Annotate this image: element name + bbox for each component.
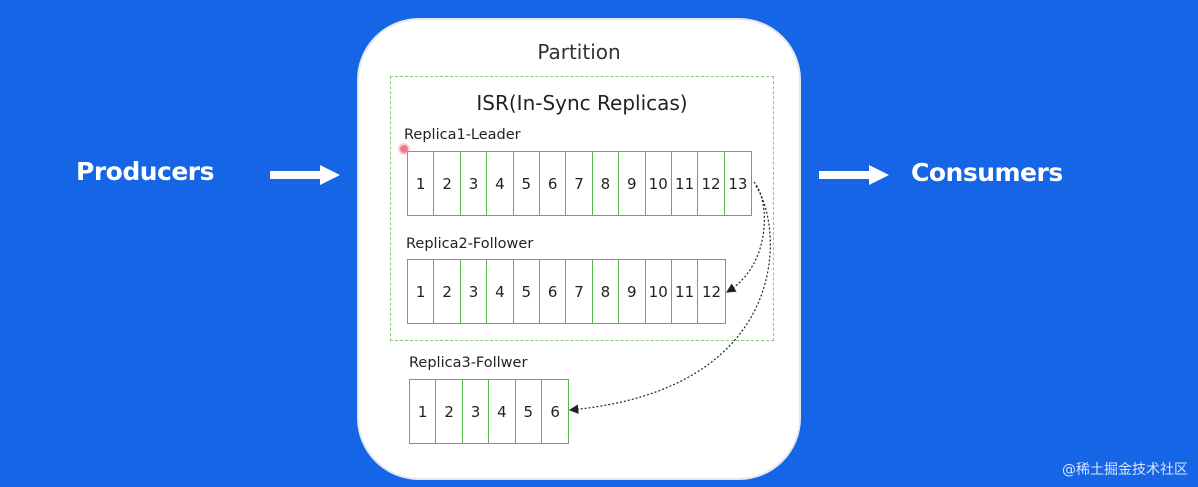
log-offset-cell: 2 [434, 152, 461, 215]
log-offset-cell: 9 [619, 152, 646, 215]
log-offset-cell: 7 [566, 152, 593, 215]
log-offset-cell: 1 [408, 152, 435, 215]
log-offset-cell: 3 [463, 380, 490, 443]
log-offset-cell: 6 [550, 402, 560, 421]
isr-box: ISR(In-Sync Replicas) [390, 76, 774, 341]
log-offset-cell: 3 [461, 152, 488, 215]
log-offset-cell: 10 [646, 260, 672, 323]
consumers-arrow-icon [819, 165, 889, 185]
log-offset-cell: 4 [487, 260, 514, 323]
sync-arrow-to-replica3 [568, 185, 771, 415]
sync-arrow-to-replica2 [725, 181, 765, 293]
replica2-label: Replica2-Follower [406, 236, 534, 252]
log-offset-cell: 6 [540, 152, 567, 215]
log-offset-cell: 5 [516, 380, 542, 443]
partition-box: Partition ISR(In-Sync Replicas) [357, 18, 801, 480]
log-offset-cell: 1 [410, 380, 437, 443]
log-offset-cell: 7 [566, 260, 593, 323]
isr-title: ISR(In-Sync Replicas) [476, 91, 688, 115]
log-offset-cell: 11 [672, 152, 699, 215]
producers-arrow-icon [270, 165, 340, 185]
log-offset-cell: 11 [672, 260, 699, 323]
log-offset-cell: 10 [646, 152, 672, 215]
watermark: @稀土掘金技术社区 [1062, 462, 1188, 478]
log-offset-cell: 12 [701, 282, 722, 301]
log-offset-cell: 5 [514, 152, 540, 215]
log-offset-cell: 1 [408, 260, 435, 323]
log-offset-cell: 12 [698, 152, 725, 215]
partition-title: Partition [537, 40, 621, 64]
producers-label: Producers [76, 157, 215, 186]
log-offset-cell: 8 [593, 260, 620, 323]
consumers-label: Consumers [911, 158, 1063, 187]
replica1-label: Replica1-Leader [404, 127, 521, 143]
log-offset-cell: 2 [434, 260, 461, 323]
pointer-dot [400, 145, 408, 153]
log-offset-cell: 9 [619, 260, 646, 323]
replica3-label: Replica3-Follwer [409, 355, 528, 371]
log-offset-cell: 5 [514, 260, 540, 323]
log-offset-cell: 6 [540, 260, 567, 323]
log-offset-cell: 4 [487, 152, 514, 215]
log-offset-cell: 4 [489, 380, 516, 443]
log-offset-cell: 13 [728, 174, 748, 193]
log-offset-cell: 3 [461, 260, 488, 323]
log-offset-cell: 2 [436, 380, 463, 443]
log-offset-cell: 8 [593, 152, 620, 215]
